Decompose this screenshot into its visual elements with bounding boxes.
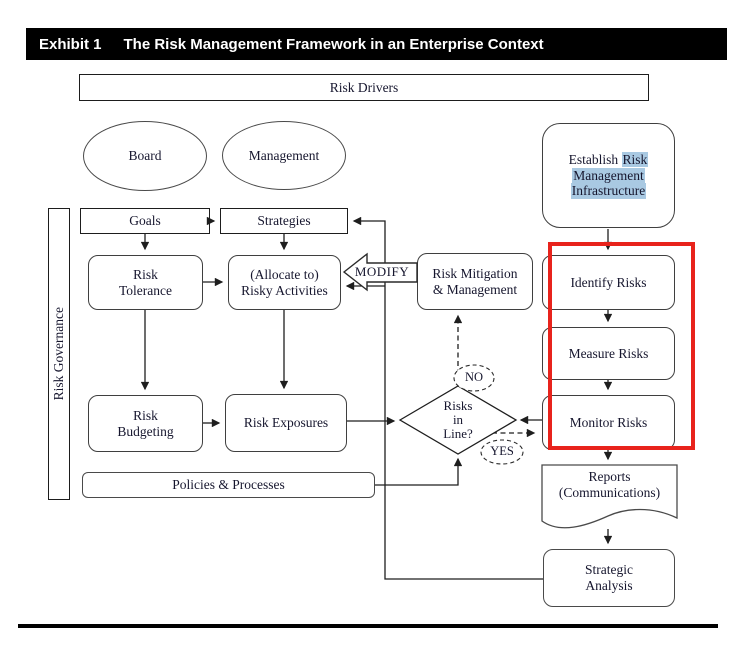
node-identify-risks: Identify Risks xyxy=(542,255,675,310)
arrow-policies-to-decision xyxy=(375,457,463,486)
highlighted-text: Management xyxy=(572,167,645,184)
node-risky-activities: (Allocate to) Risky Activities xyxy=(228,255,341,310)
node-goals: Goals xyxy=(80,208,210,234)
modify-label: MODIFY xyxy=(354,264,410,279)
node-risk-tolerance: Risk Tolerance xyxy=(88,255,203,310)
risk-governance-label: Risk Governance xyxy=(51,307,66,401)
board-label: Board xyxy=(128,148,162,164)
exhibit-number: Exhibit 1 xyxy=(39,35,102,53)
node-risk-exposures: Risk Exposures xyxy=(225,394,347,452)
node-risk-governance: Risk Governance xyxy=(48,208,70,500)
node-reports: Reports (Communications) xyxy=(558,469,661,500)
annotation-red-box xyxy=(548,242,695,450)
node-risk-budgeting: Risk Budgeting xyxy=(88,395,203,452)
node-strategic-analysis: Strategic Analysis xyxy=(543,549,675,607)
node-policies-processes: Policies & Processes xyxy=(82,472,375,498)
node-risk-mitigation: Risk Mitigation & Management xyxy=(417,253,533,310)
management-label: Management xyxy=(248,147,320,163)
bottom-rule xyxy=(18,624,718,628)
yes-label: YES xyxy=(490,444,514,458)
node-strategies: Strategies xyxy=(220,208,348,234)
decision-label: Risks in Line? xyxy=(443,398,473,442)
highlighted-text: Risk xyxy=(621,152,649,168)
node-board: Board xyxy=(83,121,207,191)
node-management: Management xyxy=(222,121,346,190)
risk-drivers-label: Risk Drivers xyxy=(329,79,399,95)
goals-label: Goals xyxy=(129,213,161,229)
node-risk-drivers: Risk Drivers xyxy=(79,74,649,101)
no-label: NO xyxy=(464,370,484,384)
node-monitor-risks: Monitor Risks xyxy=(542,395,675,450)
highlighted-text: Infrastructure xyxy=(570,183,647,199)
exhibit-title: The Risk Management Framework in an Ente… xyxy=(123,35,544,53)
strategies-label: Strategies xyxy=(257,213,311,229)
exhibit-title-bar: Exhibit 1 The Risk Management Framework … xyxy=(26,28,727,60)
node-establish-infrastructure: Establish Risk Management Infrastructure xyxy=(542,123,675,228)
